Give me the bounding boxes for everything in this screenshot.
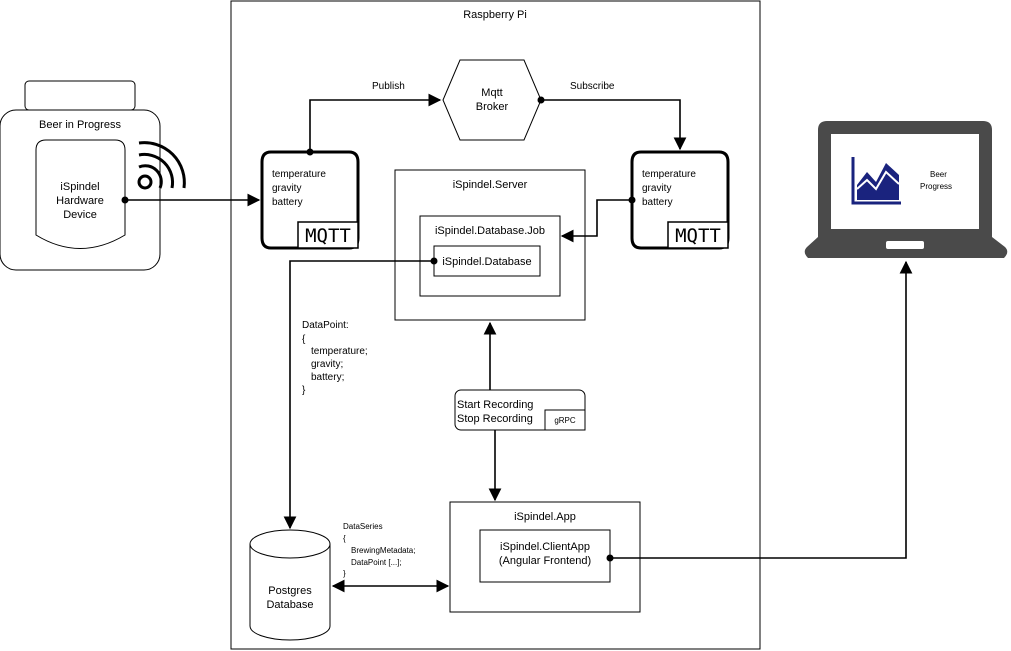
wifi-icon [137,141,186,190]
broker-line2: Broker [476,101,509,113]
edge-subscribe [541,99,687,151]
grpc-control: Start Recording Stop Recording gRPC [454,389,586,431]
dataseries-title: DataSeries [343,522,383,531]
client-app-line1: iSpindel.ClientApp [500,541,590,553]
grpc-stop-recording: Stop Recording [457,413,533,425]
dataseries-field-metadata: BrewingMetadata; [351,546,415,555]
laptop-icon: Beer Progress [804,121,1008,258]
mqtt-left-badge: MQTT [305,225,351,247]
database-job-label: iSpindel.Database.Job [435,225,545,237]
device-label-line2: Hardware [56,195,104,207]
raspberry-pi-label: Raspberry Pi [463,9,527,21]
ispindel-app: iSpindel.App iSpindel.ClientApp (Angular… [449,501,641,613]
postgres-line1: Postgres [268,585,312,597]
edge-database-to-postgres [283,260,434,530]
edge-clientapp-to-laptop [610,260,913,559]
mqtt-right-field-gravity: gravity [642,183,671,194]
datapoint-close: } [302,385,306,396]
edge-publish [309,93,442,152]
grpc-badge: gRPC [554,416,576,425]
datapoint-annotation: DataPoint: { temperature; gravity; batte… [302,320,368,396]
dataseries-field-datapoint: DataPoint [...]; [351,558,402,567]
datapoint-field-battery: battery; [311,372,344,383]
database-label: iSpindel.Database [442,256,531,268]
datapoint-field-gravity: gravity; [311,359,343,370]
broker-line1: Mqtt [481,87,502,99]
client-app-line2: (Angular Frontend) [499,555,591,567]
mqtt-left-field-gravity: gravity [272,183,301,194]
mqtt-left-field-battery: battery [272,197,303,208]
device-label-line3: Device [63,209,97,221]
mqtt-right-badge: MQTT [675,225,721,247]
edge-mqtt-to-database-job [560,199,632,243]
edge-publish-label: Publish [372,81,405,92]
datapoint-open: { [302,334,306,345]
mqtt-broker: Mqtt Broker [442,59,542,141]
ispindel-server: iSpindel.Server iSpindel.Database.Job iS… [394,169,586,321]
mqtt-right-field-battery: battery [642,197,673,208]
postgres-database: Postgres Database [249,529,331,641]
device-label-line1: iSpindel [60,181,99,193]
server-label: iSpindel.Server [453,179,528,191]
mqtt-node-publisher: temperature gravity battery MQTT [260,150,360,250]
dataseries-annotation: DataSeries { BrewingMetadata; DataPoint … [343,522,415,578]
postgres-line2: Database [266,599,313,611]
grpc-start-recording: Start Recording [457,399,533,411]
device-title: Beer in Progress [39,119,121,131]
mqtt-left-field-temperature: temperature [272,169,326,180]
edge-subscribe-label: Subscribe [570,81,615,92]
datapoint-title: DataPoint: [302,320,349,331]
laptop-label-line2: Progress [920,182,952,191]
laptop-label-line1: Beer [930,170,947,179]
ispindel-device: Beer in Progress iSpindel Hardware Devic… [0,80,186,271]
datapoint-field-temperature: temperature; [311,346,368,357]
app-label: iSpindel.App [514,511,576,523]
mqtt-right-field-temperature: temperature [642,169,696,180]
dataseries-close: } [343,569,346,578]
mqtt-node-subscriber: temperature gravity battery MQTT [630,150,730,250]
dataseries-open: { [343,534,346,543]
chart-logo-icon [851,156,901,206]
